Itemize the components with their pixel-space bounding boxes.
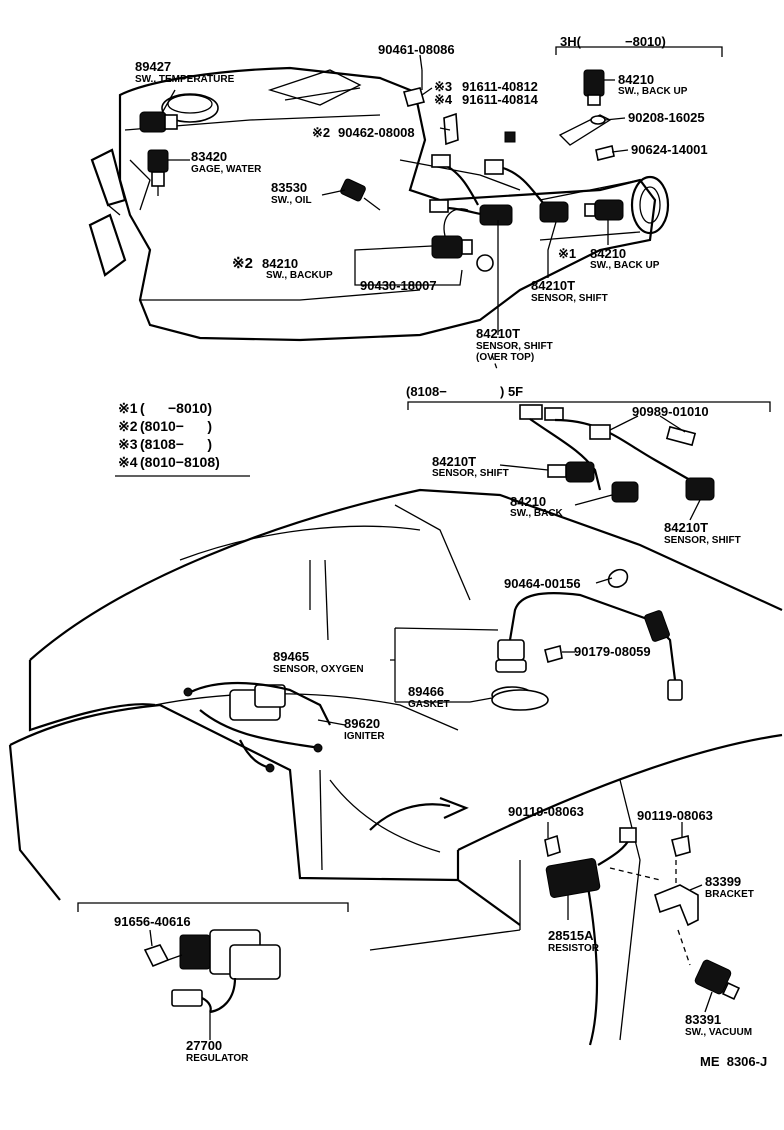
labels-body: 90464-00156 90179-08059 89465 SENSOR, OX… xyxy=(114,576,754,1064)
car-body-drawing xyxy=(8,488,783,1046)
part-number-90624: 90624-14001 xyxy=(631,142,708,157)
part-mark-91611-a: ※3 xyxy=(434,79,452,94)
part-desc-83420: GAGE, WATER xyxy=(191,164,262,175)
group-3h-label: 3H( xyxy=(560,34,582,49)
part-desc-89466: GASKET xyxy=(408,699,450,710)
part-desc-84210-backup: SW., BACKUP xyxy=(266,270,333,281)
part-desc-5f-84210: SW., BACK xyxy=(510,508,564,519)
labels-5f: (8108− ) 5F 90989-01010 84210T SENSOR, S… xyxy=(406,384,741,546)
part-number-84210-backup: 84210 xyxy=(262,256,298,271)
part-number-27700: 27700 xyxy=(186,1038,222,1053)
part-number-89466: 89466 xyxy=(408,684,444,699)
oil-switch-drawing xyxy=(340,178,381,211)
bracket-vacuum-drawing xyxy=(654,822,741,1013)
part-number-89427: 89427 xyxy=(135,59,171,74)
part-number-90119-a: 90119-08063 xyxy=(508,804,584,819)
legend-mark-4: ※4 xyxy=(118,454,138,470)
legend-mark-1: ※1 xyxy=(118,400,138,416)
water-gage-drawing xyxy=(147,149,169,196)
part-desc-5f-84210T-b: SENSOR, SHIFT xyxy=(664,535,741,546)
part-desc-89465: SENSOR, OXYGEN xyxy=(273,664,364,675)
group-5f-label: (8108− xyxy=(406,384,447,399)
legend-text-1: ( −8010) xyxy=(140,400,212,416)
resistor-drawing xyxy=(544,827,661,898)
part-desc-83399: BRACKET xyxy=(705,889,754,900)
part-number-83530: 83530 xyxy=(271,180,307,195)
part-number-90464: 90464-00156 xyxy=(504,576,581,591)
regulator-drawing xyxy=(143,929,281,1040)
part-desc-84210T-overtop: SENSOR, SHIFT xyxy=(476,341,553,352)
part-number-5f-84210T-a: 84210T xyxy=(432,454,476,469)
footer-code: ME 8306-J xyxy=(700,1054,767,1069)
legend-mark-3: ※3 xyxy=(118,436,138,452)
part-number-90179: 90179-08059 xyxy=(574,644,651,659)
part-number-89465: 89465 xyxy=(273,649,309,664)
part-desc-28515A: RESISTOR xyxy=(548,943,600,954)
3h-backup-switch-drawing xyxy=(558,69,615,161)
part-number-84210-backup-1: 84210 xyxy=(590,246,626,261)
part-desc-5f-84210T-a: SENSOR, SHIFT xyxy=(432,468,509,479)
part-number-5f-84210T-b: 84210T xyxy=(664,520,708,535)
group-3h-range: −8010) xyxy=(625,34,666,49)
top-bolts-drawing xyxy=(403,70,516,146)
group-5f-suffix: ) 5F xyxy=(500,384,523,399)
part-number-90462: 90462-08008 xyxy=(338,125,415,140)
part-desc-89620: IGNITER xyxy=(344,731,385,742)
legend-text-4: (8010−8108) xyxy=(140,454,220,470)
igniter-drawing xyxy=(183,681,331,773)
part-number-91611-a: 91611-40812 xyxy=(462,79,538,94)
5f-harness-drawing xyxy=(519,404,715,503)
part-number-5f-84210: 84210 xyxy=(510,494,546,509)
labels-engine: 89427 SW., TEMPERATURE 83420 GAGE, WATER… xyxy=(135,42,660,363)
part-mark-90462: ※2 xyxy=(312,125,330,140)
resistor-leaders xyxy=(547,822,569,920)
part-number-84210T-shift: 84210T xyxy=(531,278,575,293)
part-desc-3h-84210: SW., BACK UP xyxy=(618,86,688,97)
part-number-91656: 91656-40616 xyxy=(114,914,191,929)
bracket-3h xyxy=(555,46,723,57)
part-number-83391: 83391 xyxy=(685,1012,721,1027)
5f-leader-lines xyxy=(499,415,701,521)
part-number-90430: 90430-18007 xyxy=(360,278,437,293)
part-number-90989: 90989-01010 xyxy=(632,404,709,419)
part-desc-89427: SW., TEMPERATURE xyxy=(135,74,235,85)
backup-switch-2-drawing xyxy=(431,208,494,272)
part-mark-84210-backup: ※2 xyxy=(232,255,253,272)
part-mark-84210-backup-1: ※1 xyxy=(558,246,576,261)
part-number-28515A: 28515A xyxy=(548,928,594,943)
part-desc-27700: REGULATOR xyxy=(186,1053,249,1064)
part-number-83420: 83420 xyxy=(191,149,227,164)
engine-block-drawing xyxy=(88,66,670,342)
oxygen-leader-lines xyxy=(390,577,613,703)
legend-text-2: (8010− ) xyxy=(140,418,212,434)
part-desc-84210T-shift: SENSOR, SHIFT xyxy=(531,293,608,304)
legend: ※1 ( −8010) ※2 (8010− ) ※3 (8108− ) ※4 (… xyxy=(118,400,220,470)
part-number-90208: 90208-16025 xyxy=(628,110,705,125)
engine-leader-lines xyxy=(161,54,629,373)
part-number-90119-b: 90119-08063 xyxy=(637,808,713,823)
labels-3h: 3H( −8010) 84210 SW., BACK UP 90208-1602… xyxy=(560,34,708,157)
shift-sensor-harness-drawing xyxy=(429,154,624,226)
part-desc2-84210T-overtop: (OVER TOP) xyxy=(476,352,534,363)
part-mark-91611-b: ※4 xyxy=(434,92,453,107)
legend-mark-2: ※2 xyxy=(118,418,138,434)
part-number-90461: 90461-08086 xyxy=(378,42,455,57)
part-number-83399: 83399 xyxy=(705,874,741,889)
part-desc-83391: SW., VACUUM xyxy=(685,1027,752,1038)
part-desc-83530: SW., OIL xyxy=(271,195,312,206)
part-number-91611-b: 91611-40814 xyxy=(462,92,539,107)
bracket-regulator xyxy=(77,902,349,912)
bracket-5f xyxy=(407,401,771,412)
part-number-89620: 89620 xyxy=(344,716,380,731)
legend-text-3: (8108− ) xyxy=(140,436,212,452)
oxygen-sensor-drawing xyxy=(491,568,683,711)
part-number-3h-84210: 84210 xyxy=(618,72,654,87)
part-desc-84210-backup-1: SW., BACK UP xyxy=(590,260,660,271)
temperature-switch-drawing xyxy=(139,111,178,133)
part-number-84210T-overtop: 84210T xyxy=(476,326,520,341)
igniter-leader xyxy=(317,719,346,726)
